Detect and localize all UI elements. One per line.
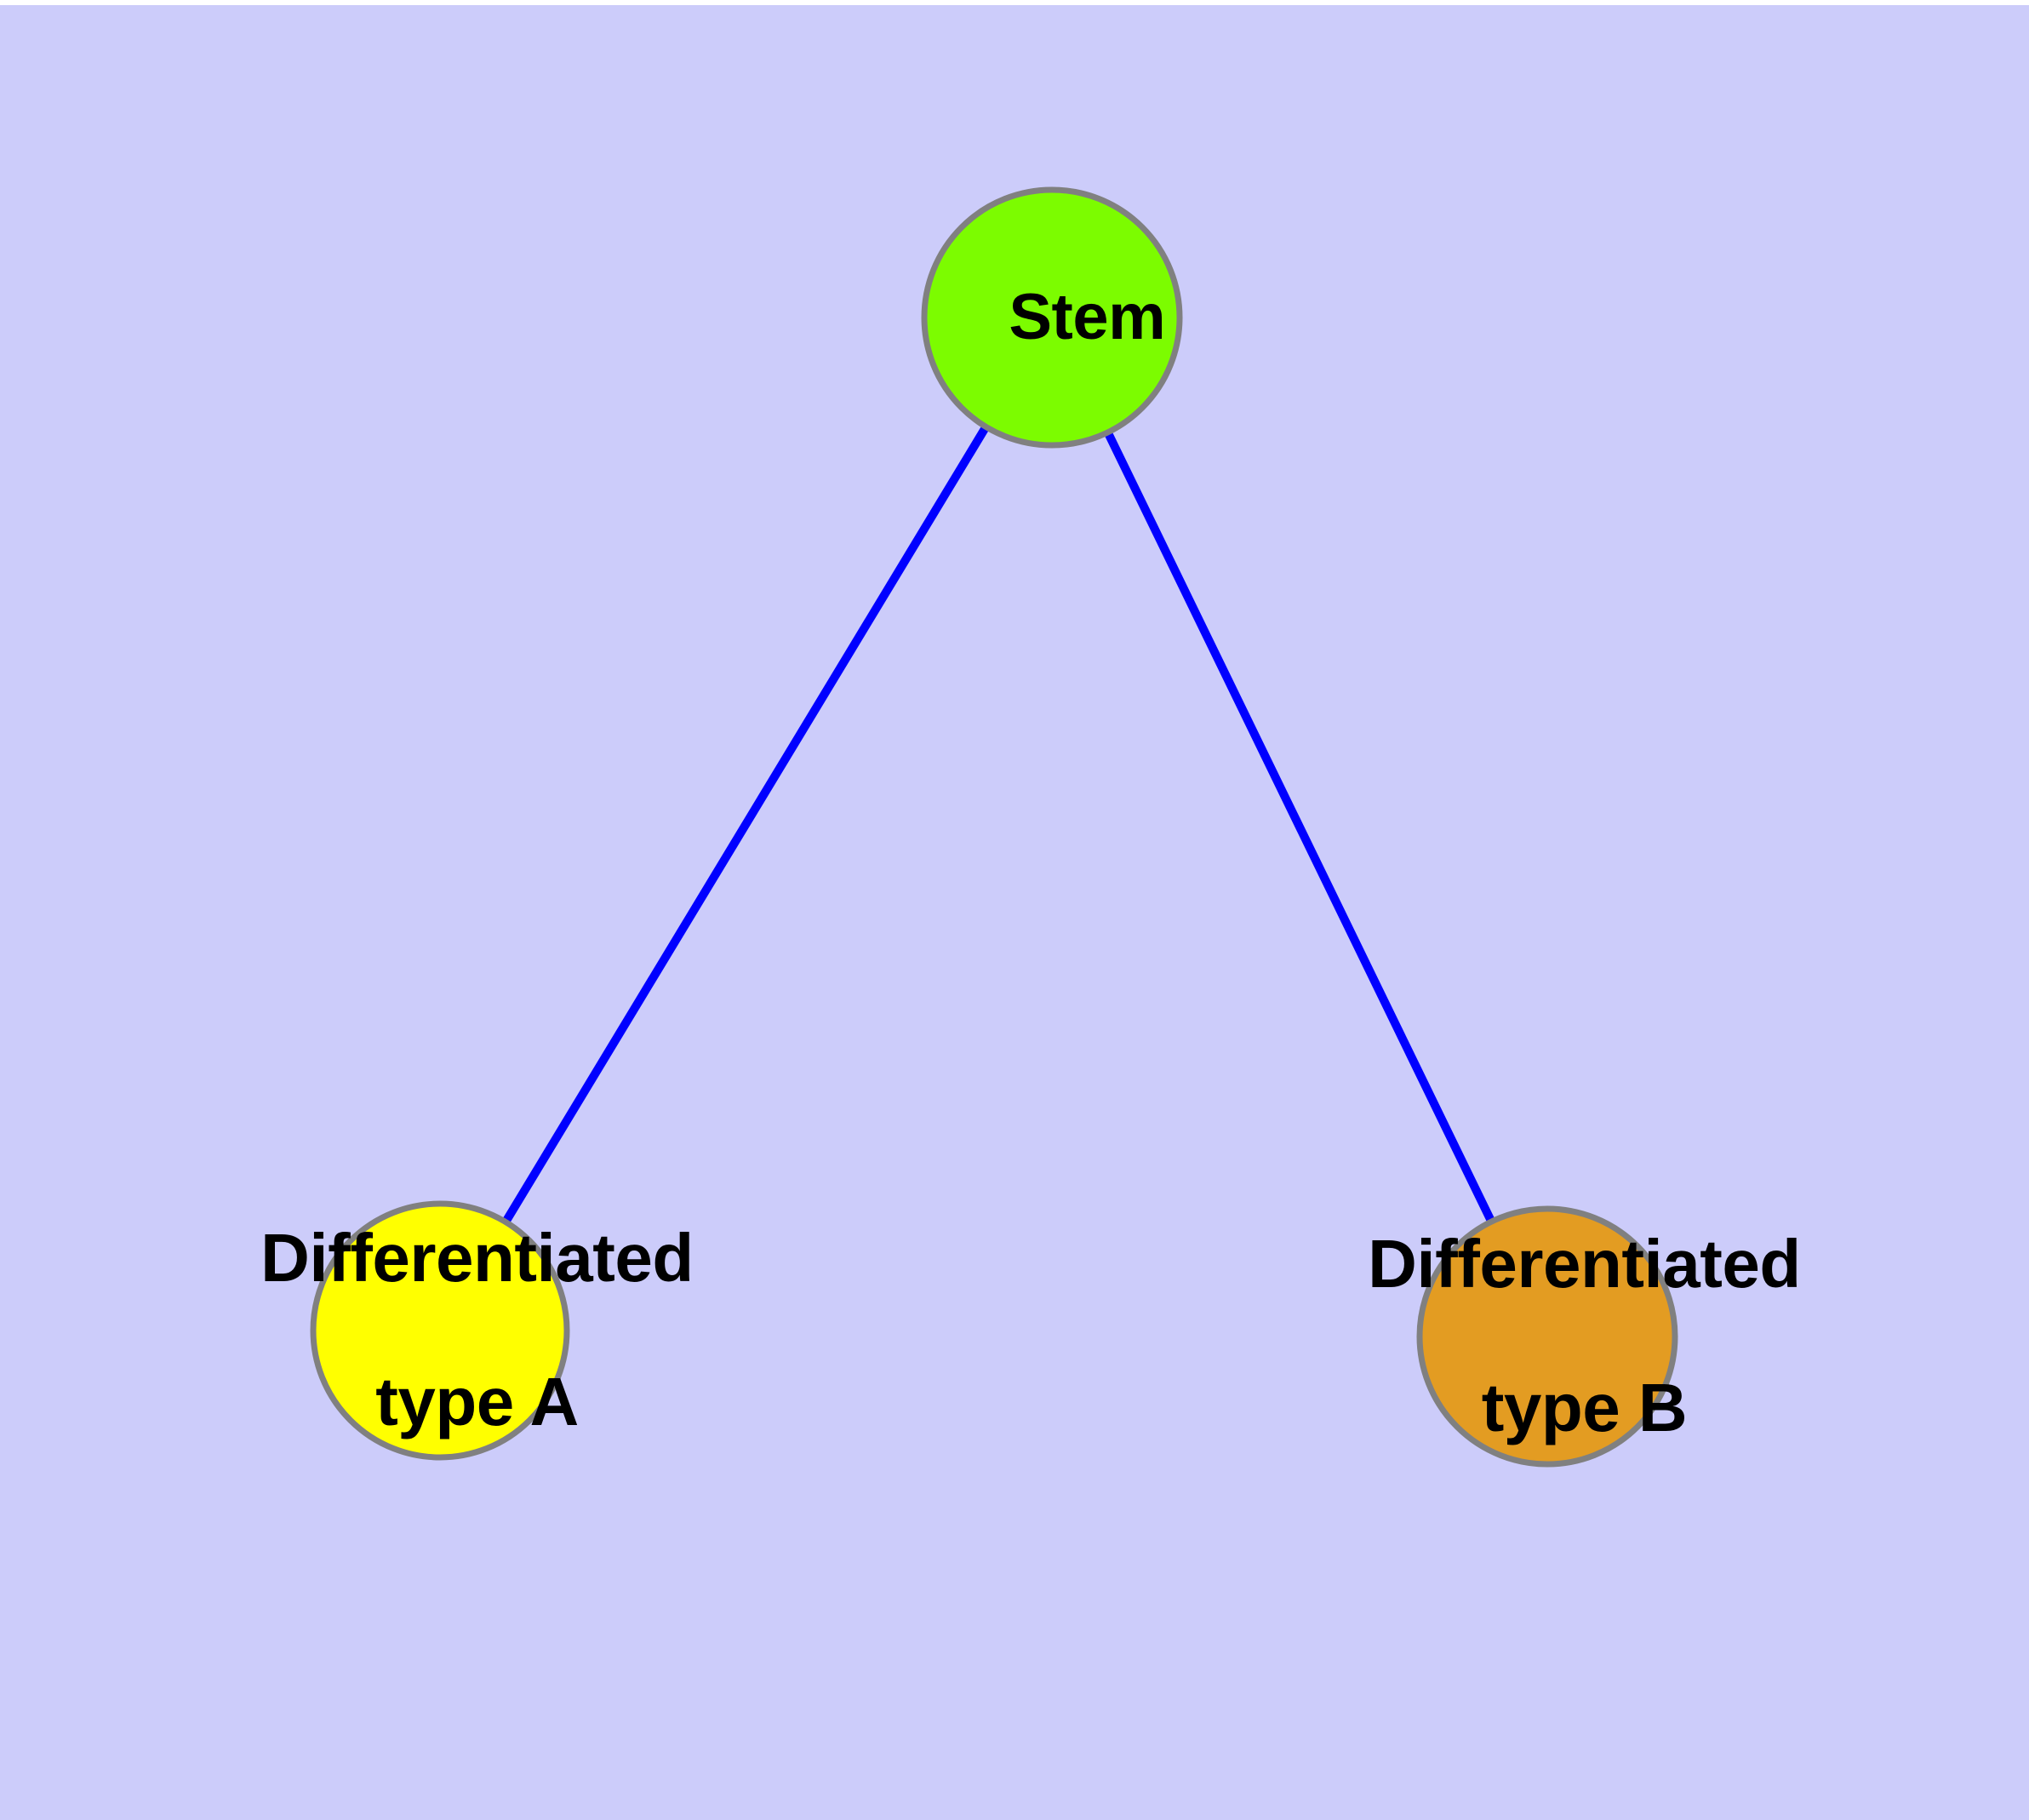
edge-stem-to-diff-b[interactable] bbox=[1048, 315, 1552, 1339]
node-diff-a[interactable] bbox=[310, 1200, 570, 1461]
node-diff-b[interactable] bbox=[1416, 1205, 1678, 1468]
node-stem[interactable] bbox=[921, 186, 1183, 449]
node-layer bbox=[310, 186, 1678, 1468]
edge-layer bbox=[436, 315, 1552, 1339]
edge-stem-to-diff-a[interactable] bbox=[436, 315, 1056, 1333]
